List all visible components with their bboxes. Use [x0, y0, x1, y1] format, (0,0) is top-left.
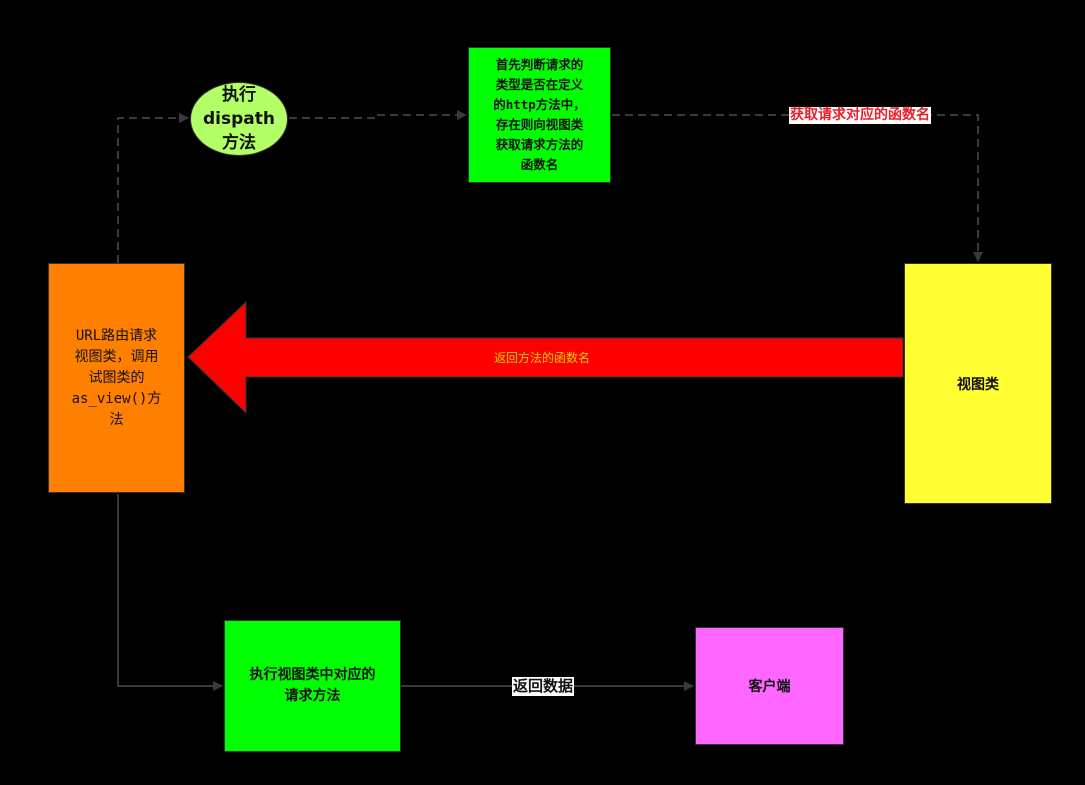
client-box: 客户端 [695, 627, 844, 745]
big-return-arrow [187, 300, 904, 415]
edge-url-to-exec [117, 494, 223, 691]
edge-label-return-data: 返回数据 [512, 677, 575, 696]
dispatch-text: 执行 dispath 方法 [203, 85, 275, 153]
edge-label-get-func-name: 获取请求对应的函数名 [789, 107, 931, 124]
view-class-text: 视图类 [957, 376, 999, 393]
edge-url-to-dispatch [117, 113, 189, 263]
exec-method-box: 执行视图类中对应的 请求方法 [224, 620, 401, 752]
view-class-box: 视图类 [904, 263, 1052, 504]
dispatch-ellipse: 执行 dispath 方法 [190, 82, 288, 156]
url-router-text: URL路由请求 视图类，调用 试图类的 as_view()方 法 [71, 327, 162, 428]
exec-method-text: 执行视图类中对应的 请求方法 [249, 667, 376, 704]
edge-dispatch-to-check [289, 110, 467, 120]
url-router-box: URL路由请求 视图类，调用 试图类的 as_view()方 法 [48, 263, 185, 493]
edge-label-return-func-name: 返回方法的函数名 [494, 351, 591, 365]
client-text: 客户端 [748, 679, 791, 695]
check-method-text: 首先判断请求的 类型是否在定义 的http方法中， 存在则向视图类 获取请求方法… [493, 57, 586, 172]
edge-check-to-view [612, 114, 983, 262]
check-method-box: 首先判断请求的 类型是否在定义 的http方法中， 存在则向视图类 获取请求方法… [468, 47, 611, 183]
